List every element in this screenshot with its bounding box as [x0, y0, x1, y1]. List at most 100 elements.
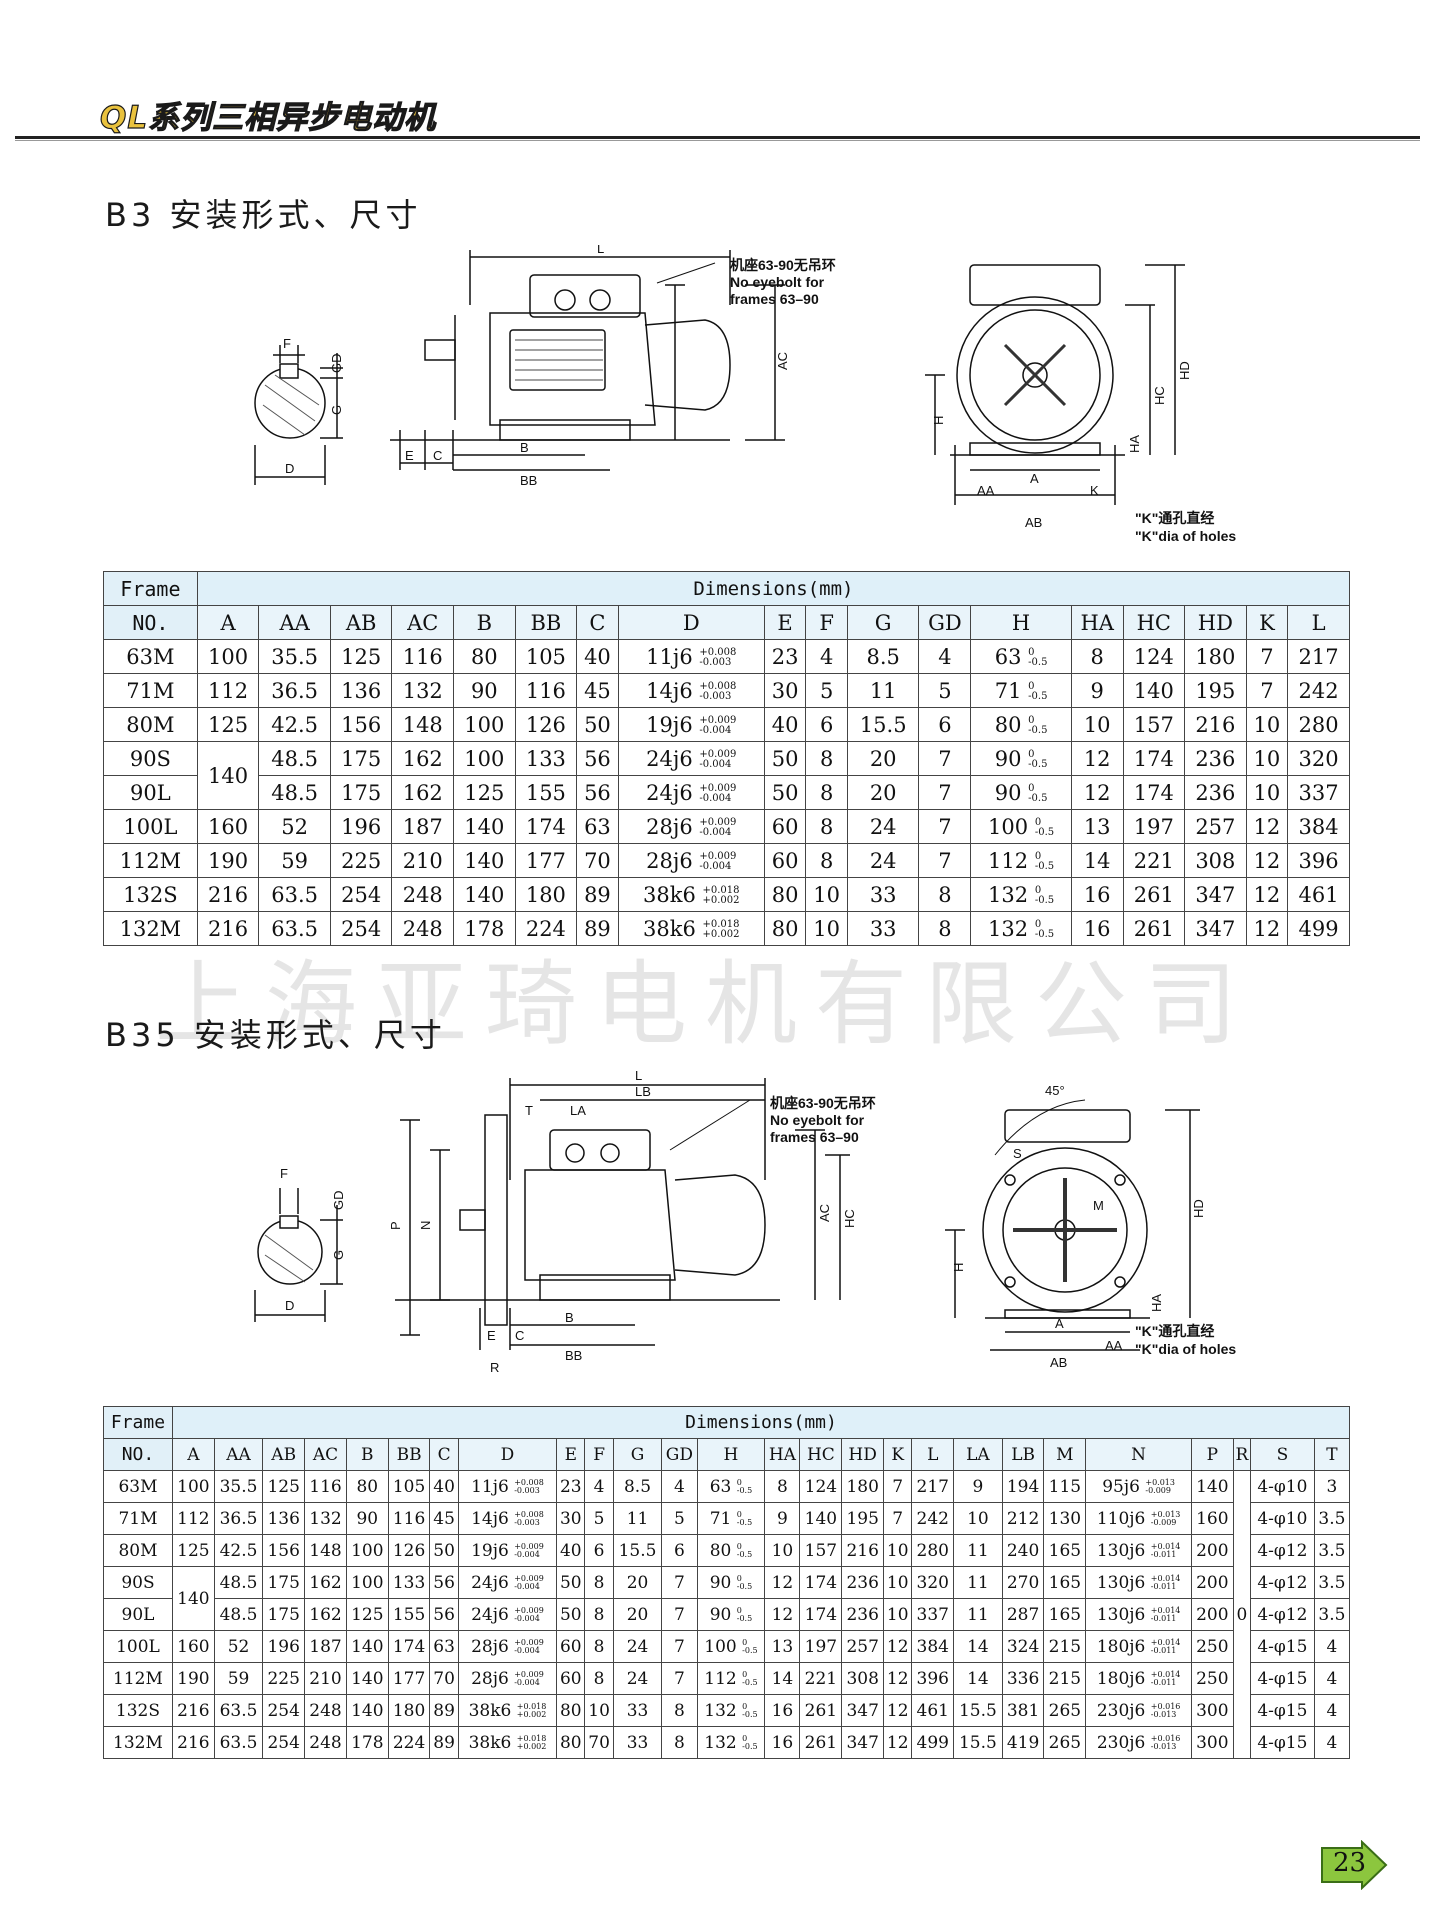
cell-l: 384: [1287, 809, 1350, 844]
cell-aa: 63.5: [213, 1726, 264, 1759]
frame-cell: 132S: [103, 1694, 173, 1727]
cell-hc: 221: [799, 1662, 843, 1695]
cell-aa: 52: [213, 1630, 264, 1663]
cell-f: 8: [805, 775, 848, 810]
cell-e: 80: [763, 877, 807, 912]
b35-holes-cn: "K"通孔直经: [1135, 1323, 1214, 1339]
cell-ac: 248: [391, 911, 455, 946]
cell-ac: 210: [304, 1662, 347, 1695]
b3-section-title: B3 安装形式、尺寸: [105, 196, 422, 234]
cell-k: 10: [883, 1566, 913, 1599]
cell-hc: 197: [1122, 809, 1186, 844]
cell-lb: 287: [1001, 1598, 1045, 1631]
dimensions-header: Dimensions(mm): [196, 571, 1351, 606]
n-lower-tol: -0.011: [1150, 1582, 1177, 1591]
cell-c: 40: [429, 1470, 459, 1503]
h-tolerance: 0-0.5: [737, 1607, 752, 1623]
n-value: 230j6: [1096, 1732, 1146, 1753]
n-tolerance: +0.014-0.011: [1151, 1543, 1181, 1559]
b35-label-E: E: [487, 1328, 496, 1343]
d-value: 11j6: [471, 1476, 509, 1497]
b3-holes-cn: "K"通孔直经: [1135, 510, 1214, 526]
cell-hd: 257: [1184, 809, 1247, 844]
column-header-c: C: [429, 1438, 459, 1471]
d-value: 28j6: [471, 1668, 509, 1689]
n-tolerance: +0.014-0.011: [1151, 1639, 1181, 1655]
cell-p: 160: [1190, 1502, 1234, 1535]
n-value: 95j6: [1102, 1476, 1140, 1497]
b35-note-cn: 机座63-90无吊环: [770, 1095, 876, 1111]
cell-a: 216: [196, 911, 260, 946]
cell-f: 5: [805, 673, 848, 708]
d-upper-tol: +0.009: [699, 715, 737, 726]
cell-ab: 254: [262, 1726, 306, 1759]
cell-k: 12: [883, 1630, 913, 1663]
cell-k: 12: [883, 1694, 913, 1727]
cell-b: 140: [453, 843, 516, 878]
cell-hd: 195: [841, 1502, 885, 1535]
h-lower-tol: -0.5: [742, 1742, 758, 1751]
d-upper-tol: +0.018: [702, 885, 740, 896]
h-lower-tol: -0.5: [736, 1582, 753, 1591]
cell-hd: 257: [841, 1630, 885, 1663]
column-header-m: M: [1043, 1438, 1087, 1471]
d-value: 28j6: [646, 848, 693, 873]
cell-ac: 162: [391, 741, 455, 776]
b3-label-AC: AC: [775, 352, 790, 370]
d-tolerance: +0.009-0.004: [514, 1639, 544, 1655]
cell-b: 100: [453, 741, 516, 776]
h-tolerance: 0-0.5: [737, 1543, 752, 1559]
column-header-k: K: [883, 1438, 913, 1471]
column-header-n: N: [1085, 1438, 1192, 1471]
h-upper-tol: 0: [1028, 681, 1035, 692]
n-lower-tol: -0.011: [1150, 1614, 1177, 1623]
cell-ab: 125: [262, 1470, 306, 1503]
h-tolerance: 0-0.5: [1035, 818, 1054, 838]
d-value: 28j6: [471, 1636, 509, 1657]
cell-bb: 155: [387, 1598, 431, 1631]
h-upper-tol: 0: [1034, 885, 1042, 896]
cell-g: 8.5: [846, 639, 920, 674]
cell-g: 24: [846, 809, 920, 844]
b3-label-HD: HD: [1177, 361, 1192, 380]
cell-hc: 197: [799, 1630, 843, 1663]
cell-bb: 180: [514, 877, 578, 912]
cell-hd: 236: [841, 1598, 885, 1631]
cell-bb: 174: [387, 1630, 431, 1663]
cell-m: 115: [1043, 1470, 1087, 1503]
cell-d: 24j6 +0.009-0.004: [457, 1598, 558, 1631]
h-tolerance: 0-0.5: [1028, 682, 1047, 702]
d-tolerance: +0.009-0.004: [514, 1607, 544, 1623]
cell-t: 3.5: [1313, 1598, 1351, 1631]
d-upper-tol: +0.008: [699, 681, 737, 692]
cell-bb: 224: [387, 1726, 431, 1759]
h-upper-tol: 0: [1034, 817, 1042, 828]
cell-aa: 36.5: [258, 673, 331, 708]
cell-h: 90 0-0.5: [970, 741, 1072, 776]
cell-k: 10: [1245, 707, 1289, 742]
cell-h: 80 0-0.5: [970, 707, 1072, 742]
b35-label-P: P: [388, 1221, 403, 1230]
cell-ab: 175: [329, 775, 393, 810]
cell-bb: 224: [514, 911, 578, 946]
cell-hd: 195: [1184, 673, 1247, 708]
cell-ha: 8: [764, 1470, 801, 1503]
column-header-hd: HD: [1184, 605, 1247, 640]
d-upper-tol: +0.018: [702, 919, 740, 930]
cell-lb: 336: [1001, 1662, 1045, 1695]
cell-gd: 7: [661, 1566, 698, 1599]
cell-l: 280: [911, 1534, 955, 1567]
cell-f: 4: [805, 639, 848, 674]
cell-gd: 7: [918, 741, 972, 776]
cell-hd: 216: [1184, 707, 1247, 742]
b3-label-B: B: [520, 440, 529, 455]
cell-b: 90: [345, 1502, 389, 1535]
frame-header: Frame: [103, 571, 198, 606]
cell-s: 4-φ12: [1249, 1534, 1315, 1567]
cell-ac: 187: [391, 809, 455, 844]
cell-hc: 174: [1122, 775, 1186, 810]
page-number: 23: [1333, 1848, 1367, 1878]
cell-n: 110j6 +0.013-0.009: [1085, 1502, 1192, 1535]
cell-ab: 225: [262, 1662, 306, 1695]
